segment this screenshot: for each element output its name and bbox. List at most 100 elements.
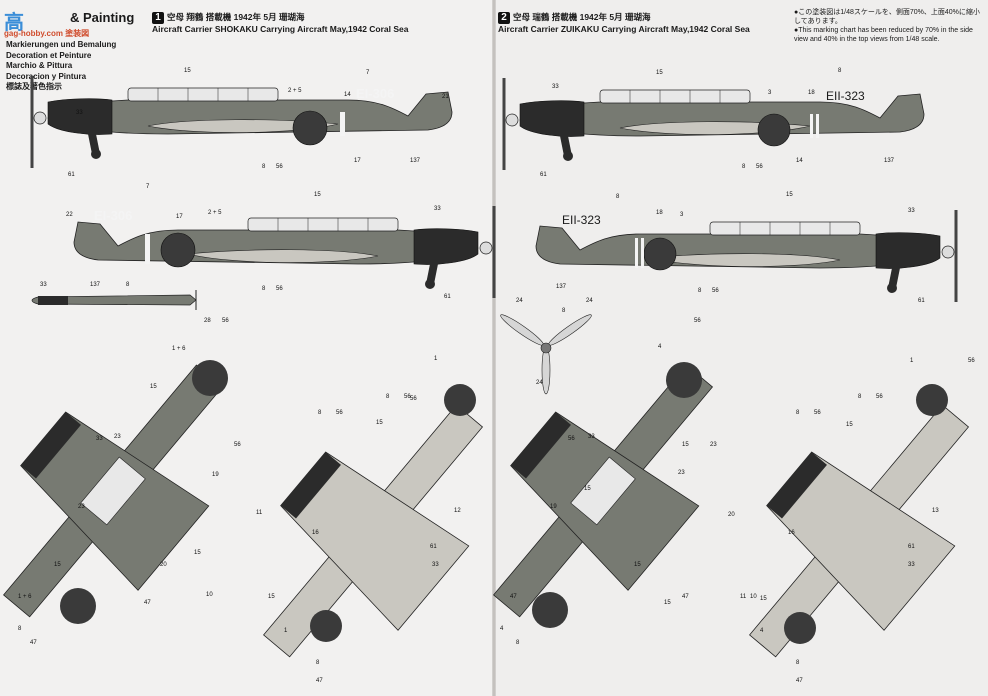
scheme-1-en: Aircraft Carrier SHOKAKU Carrying Aircra… (152, 24, 409, 34)
callout-s1_top_upper-7: 15 (194, 550, 201, 556)
callout-s1_top_lower-11: 8 (316, 660, 320, 666)
s1-top-view-lower (263, 404, 484, 658)
scale-note-jp: ●この塗装図は1/48スケールを、側面70%、上面40%に縮小してあります。 (794, 9, 980, 25)
callout-s1_top_lower-13: 56 (410, 396, 417, 402)
callout-s2_side_top-4: 33 (552, 84, 559, 90)
callout-s2_top_upper-6: 15 (584, 486, 591, 492)
lang-spanish: Decoracion y Pintura (6, 71, 87, 81)
callout-s1_side_top-3: 14 (344, 92, 351, 98)
callout-s2_top_upper-5: 23 (710, 442, 717, 448)
callout-s2_side2-3: 15 (786, 192, 793, 198)
callout-s1_top_upper-9: 15 (54, 562, 61, 568)
callout-s1_top_upper-2: 56 (234, 442, 241, 448)
callout-prop-1: 8 (562, 308, 566, 314)
s2-top-view-upper (493, 364, 714, 618)
callout-s2_top_lower-4: 56 (814, 410, 821, 416)
callout-s1_side2-4: 15 (314, 192, 321, 198)
callout-s2_top_lower-3: 8 (796, 410, 800, 416)
callout-s2_top_lower-9: 33 (908, 562, 915, 568)
callout-s1_top_upper-12: 8 (18, 626, 22, 632)
scheme-1-number: 1 (152, 12, 164, 24)
callout-s2_top_upper-3: 56 (568, 436, 575, 442)
callout-s2_top_upper-0: 56 (694, 318, 701, 324)
callout-s2_side2-0: 8 (616, 194, 620, 200)
callout-s2_side2-6: 8 (698, 288, 702, 294)
callout-s1_top_upper-16: 15 (268, 594, 275, 600)
lang-chinese: 標誌及著色指示 (6, 82, 62, 91)
callout-s1_side_top-0: 15 (184, 68, 191, 74)
section-title: & Painting (70, 10, 135, 25)
callout-s2_side2-5: 137 (556, 284, 567, 290)
torpedo (31, 290, 197, 310)
s2-hinomaru-bottom-1 (916, 384, 948, 416)
scheme-2-en: Aircraft Carrier ZUIKAKU Carrying Aircra… (498, 24, 750, 34)
callout-s1_side_top_bottom-0: 61 (68, 172, 75, 178)
callout-s2_top_upper-2: 15 (682, 442, 689, 448)
callout-s2_top_upper-18: 15 (760, 596, 767, 602)
callout-s1_side_top-4: 21 (442, 94, 449, 100)
callout-s2_top_lower-11: 8 (796, 660, 800, 666)
callout-s2_top_lower-0: 1 (910, 358, 914, 364)
callout-s2_side_top-3: 18 (808, 90, 815, 96)
callout-s1_top_upper-3: 33 (96, 436, 103, 442)
callout-s1_top_upper-5: 19 (212, 472, 219, 478)
callout-s1_top_lower-12: 47 (316, 678, 323, 684)
callout-s2_top_upper-13: 47 (510, 594, 517, 600)
scheme-1-jp: 空母 翔鶴 搭載機 1942年 5月 珊瑚海 (167, 12, 305, 22)
callout-s2_top_upper-9: 15 (634, 562, 641, 568)
callout-s2_top_lower-1: 8 (858, 394, 862, 400)
callout-s2_side_top-9: 137 (884, 158, 895, 164)
callout-s2_side2-1: 18 (656, 210, 663, 216)
scale-note-en: ●This marking chart has been reduced by … (794, 27, 973, 43)
callout-s1_top_lower-3: 15 (376, 420, 383, 426)
callout-s1_top_upper-10: 47 (144, 600, 151, 606)
callout-s2_top_upper-10: 20 (728, 512, 735, 518)
lang-german: Markierungen und Bemalung (6, 40, 117, 49)
callout-s1_side_top-2: 7 (366, 70, 370, 76)
lang-french: Decoration et Peinture (6, 50, 92, 60)
callout-s1_side_top-1: 2 + 5 (288, 88, 302, 94)
callout-s2_top_lower-5: 15 (846, 422, 853, 428)
callout-s1_top_upper-14: 10 (206, 592, 213, 598)
callout-s2_side_top-5: 61 (540, 172, 547, 178)
callout-s1_top_lower-4: 8 (318, 410, 322, 416)
callout-s2_side_top-1: 8 (838, 68, 842, 74)
callout-s2_top_upper-1: 4 (658, 344, 662, 350)
s2-hinomaru-bottom-2 (784, 612, 816, 644)
scale-note: ●この塗装図は1/48スケールを、側面70%、上面40%に縮小してあります。 ●… (794, 8, 984, 44)
callout-s2_side_top-0: 15 (656, 70, 663, 76)
callout-s1_top_lower-10: 1 (284, 628, 288, 634)
s2-top-view-lower (749, 404, 970, 658)
callout-s2_top_lower-7: 13 (932, 508, 939, 514)
callout-s2_side_top-6: 8 (742, 164, 746, 170)
callout-s1_side2-8: 8 (262, 286, 266, 292)
callout-torpedo-2: 28 (204, 318, 211, 324)
callout-s2_top_lower-6: 16 (788, 530, 795, 536)
s1-hinomaru-bottom-2 (310, 610, 342, 642)
callout-s1_side2-6: 61 (444, 294, 451, 300)
s2-tail-code-lower: EII-323 (562, 213, 601, 227)
callout-s1_top_lower-6: 16 (312, 530, 319, 536)
propeller (500, 314, 592, 395)
callout-s2_side2-2: 3 (680, 212, 684, 218)
watermark-url: gag-hobby.com 塗装図 (4, 29, 90, 38)
callout-s2_top_upper-17: 10 (750, 594, 757, 600)
callout-s1_top_upper-11: 1 + 6 (18, 594, 32, 600)
s2-hinomaru-top-2 (532, 592, 568, 628)
callout-s1_top_lower-5: 56 (336, 410, 343, 416)
callout-s2_side2-7: 56 (712, 288, 719, 294)
callout-prop-0: 24 (516, 298, 523, 304)
callout-s2_top_upper-14: 4 (500, 626, 504, 632)
callout-s1_top_lower-0: 1 (434, 356, 438, 362)
callout-s1_top_lower-1: 8 (386, 394, 390, 400)
callout-s1_side2-0: 7 (146, 184, 150, 190)
callout-s2_top_upper-15: 8 (516, 640, 520, 646)
s1-tail-code-upper: EI-306 (356, 86, 394, 101)
s2-side-view-upper (502, 76, 926, 172)
language-headings: Markierungen und Bemalung Decoration et … (6, 40, 116, 93)
callout-s1_side2-2: 17 (176, 214, 183, 220)
s1-side-view-lower (72, 204, 496, 300)
callout-s1_top_upper-0: 1 + 6 (172, 346, 186, 352)
